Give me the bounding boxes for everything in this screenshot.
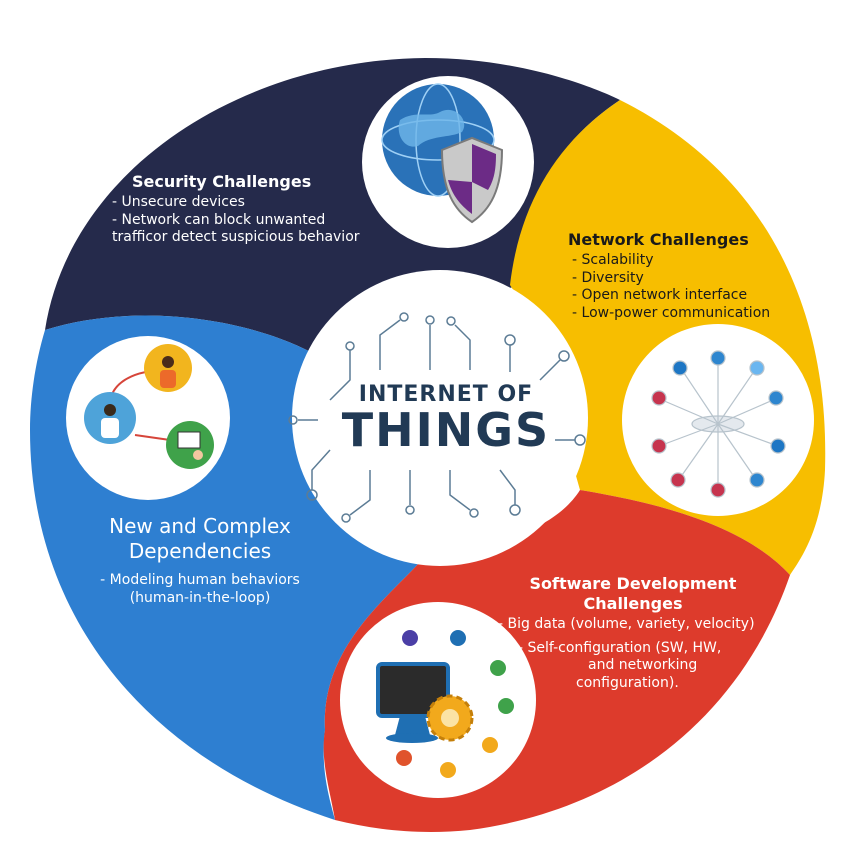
software-item-cont: and networking [588,657,698,673]
network-title: Network Challenges [568,230,749,249]
software-item-cont: configuration). [576,674,679,691]
dependencies-title-line2: Dependencies [128,539,272,563]
people-network-icon [84,344,214,469]
monitor-icon [376,662,450,743]
software-title-line2: Challenges [583,594,683,613]
security-item-cont: trafficor detect suspicious behavior [112,229,360,245]
security-challenges: Security Challenges Unsecure devices Net… [112,172,360,247]
gear-icon [426,694,474,742]
circuit-decoration [288,312,586,523]
software-title-line1: Software Development [529,574,737,593]
dependencies-item: Modeling human behaviors [50,572,350,590]
dependencies-item-cont: (human-in-the-loop) [129,589,271,606]
software-orbit-icons [396,630,514,778]
network-item: Diversity [572,270,770,288]
iot-title: INTERNET OF THINGS [316,382,576,453]
dependencies-title-line1: New and Complex [109,514,291,538]
iot-title-line1: INTERNET OF [358,382,534,407]
iot-title-line2: THINGS [341,403,551,457]
security-item: Unsecure devices [112,194,360,212]
network-item: Open network interface [572,287,770,305]
security-title: Security Challenges [132,172,312,191]
software-item: Self-configuration (SW, HW, [518,640,798,658]
network-item: Scalability [572,252,770,270]
network-challenges: Network Challenges Scalability Diversity… [568,230,770,322]
software-item: Big data (volume, variety, velocity) [498,616,798,634]
dependencies-challenges: New and Complex Dependencies Modeling hu… [50,514,350,607]
software-challenges: Software Development Challenges Big data… [468,574,798,692]
network-item: Low-power communication [572,305,771,323]
shield-icon [440,136,504,224]
security-item: Network can block unwanted [112,212,360,230]
network-hub-icon [651,350,786,498]
